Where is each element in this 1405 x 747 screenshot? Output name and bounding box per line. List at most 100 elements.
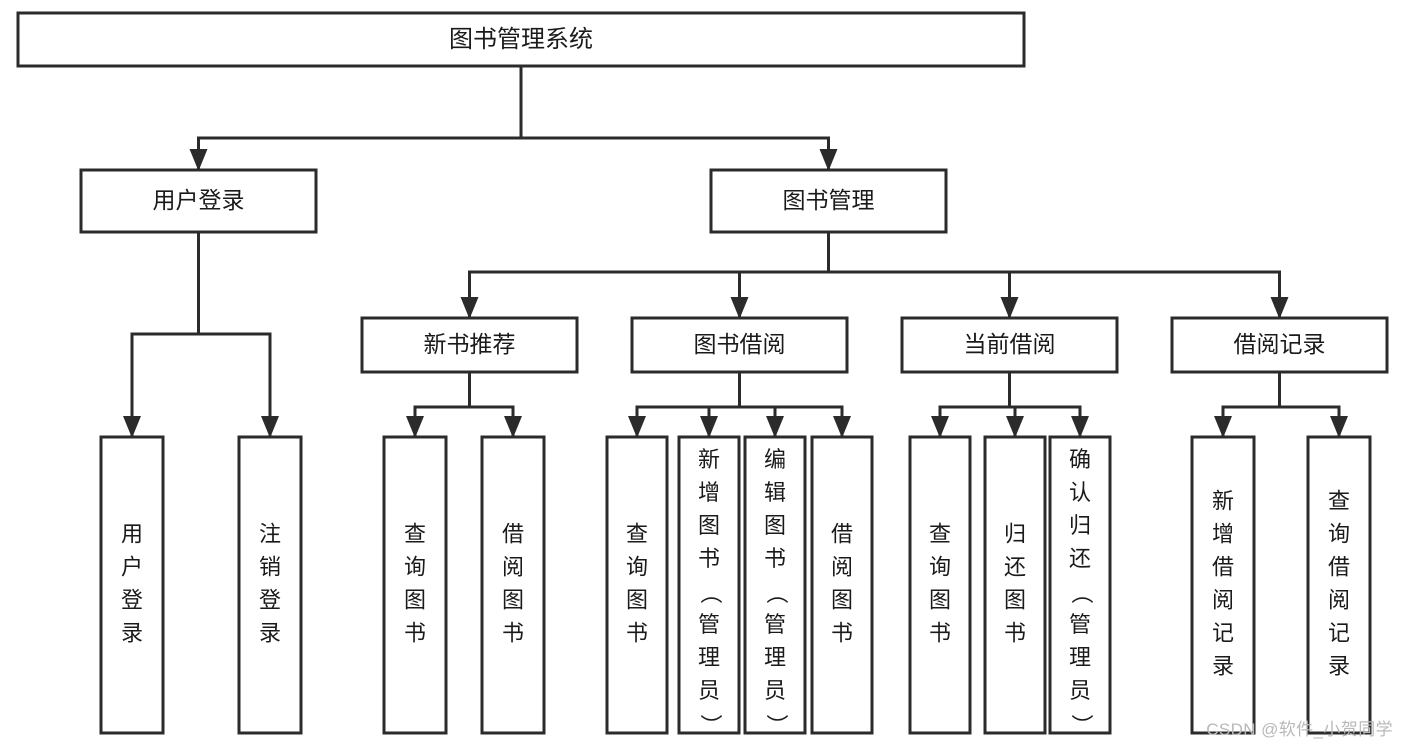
- edge-group-records: [1214, 370, 1348, 438]
- node-label-char: 记: [1328, 620, 1350, 645]
- node-box-leaf-nb-query[interactable]: [382, 435, 448, 735]
- node-box-leaf-cu-confirm[interactable]: [1048, 435, 1112, 735]
- node-label-char: 新: [698, 447, 720, 472]
- node-label-char: 图: [831, 587, 853, 612]
- node-box-leaf-bo-edit[interactable]: [743, 435, 807, 735]
- node-box-leaf-user-logout[interactable]: [237, 435, 303, 735]
- node-label-char: 登: [259, 587, 281, 612]
- node-label-char: 员: [698, 678, 720, 703]
- node-label-char: 阅: [502, 554, 524, 579]
- arrow-head-icon: [261, 416, 279, 438]
- node-label-char: 确: [1069, 447, 1091, 472]
- node-leaf-bo-query[interactable]: 查询图书查询图书: [605, 435, 669, 735]
- node-label-char: 增: [698, 480, 720, 505]
- node-label-char: 询: [1328, 521, 1350, 546]
- arrow-head-icon: [460, 297, 479, 319]
- node-box-leaf-cu-query[interactable]: [908, 435, 972, 735]
- node-leaf-nb-query[interactable]: 查询图书查询图书: [382, 435, 448, 735]
- node-label-char: 理: [698, 645, 720, 670]
- node-leaf-user-logout[interactable]: 注销登录注销登录: [237, 435, 303, 735]
- arrow-head-icon: [504, 416, 522, 438]
- edge-group-bookmgmt: [460, 230, 1289, 319]
- node-box-login[interactable]: [79, 168, 318, 234]
- node-label-char: 图: [764, 513, 786, 538]
- node-label-char: 借: [1212, 554, 1234, 579]
- arrow-head-icon: [1214, 416, 1232, 438]
- node-label-char: 员: [1069, 678, 1091, 703]
- node-label-char: 录: [1328, 653, 1350, 678]
- node-label-root: 图书管理系统: [449, 26, 593, 53]
- arrow-head-icon: [406, 416, 424, 438]
- node-leaf-re-query[interactable]: 查询借阅记录查询借阅记录: [1306, 435, 1372, 735]
- node-box-leaf-user-login[interactable]: [99, 435, 165, 735]
- node-label-char: 辑: [764, 480, 786, 505]
- node-label-char: 还: [1004, 554, 1026, 579]
- node-box-current[interactable]: [900, 316, 1119, 374]
- node-label-char: 增: [1212, 521, 1234, 546]
- node-box-newbook[interactable]: [360, 316, 579, 374]
- node-current[interactable]: 当前借阅: [900, 316, 1119, 374]
- node-label-char: 查: [626, 521, 648, 546]
- node-label-char: （: [698, 582, 723, 604]
- node-box-records[interactable]: [1170, 316, 1389, 374]
- node-label-char: 归: [1069, 513, 1091, 538]
- node-label-char: 认: [1069, 480, 1091, 505]
- arrow-head-icon: [819, 149, 838, 171]
- node-records[interactable]: 借阅记录: [1170, 316, 1389, 374]
- node-label-char: 登: [121, 587, 143, 612]
- node-login[interactable]: 用户登录: [79, 168, 318, 234]
- node-box-leaf-re-add[interactable]: [1190, 435, 1256, 735]
- node-leaf-user-login[interactable]: 用户登录用户登录: [99, 435, 165, 735]
- node-label-char: 询: [404, 554, 426, 579]
- node-box-root[interactable]: [16, 11, 1026, 68]
- node-label-char: 管: [1069, 612, 1091, 637]
- node-label-char: 书: [404, 620, 426, 645]
- node-label-char: 查: [1328, 488, 1350, 513]
- node-label-char: 书: [929, 620, 951, 645]
- node-box-leaf-bo-query[interactable]: [605, 435, 669, 735]
- arrow-head-icon: [730, 297, 749, 319]
- node-root[interactable]: 图书管理系统: [16, 11, 1026, 68]
- arrow-head-icon: [1270, 297, 1289, 319]
- node-label-char: 图: [502, 587, 524, 612]
- node-label-char: 借: [502, 521, 524, 546]
- node-leaf-cu-return[interactable]: 归还图书归还图书: [983, 435, 1047, 735]
- arrow-head-icon: [1071, 416, 1089, 438]
- node-label-char: 阅: [831, 554, 853, 579]
- node-leaf-cu-query[interactable]: 查询图书查询图书: [908, 435, 972, 735]
- node-label-char: 录: [121, 620, 143, 645]
- node-label-char: 询: [929, 554, 951, 579]
- node-borrow[interactable]: 图书借阅: [630, 316, 849, 374]
- node-box-leaf-bo-add[interactable]: [677, 435, 741, 735]
- node-leaf-re-add[interactable]: 新增借阅记录新增借阅记录: [1190, 435, 1256, 735]
- node-bookmgmt[interactable]: 图书管理: [709, 168, 948, 234]
- node-label-char: 理: [764, 645, 786, 670]
- node-box-leaf-re-query[interactable]: [1306, 435, 1372, 735]
- node-newbook[interactable]: 新书推荐: [360, 316, 579, 374]
- node-box-borrow[interactable]: [630, 316, 849, 374]
- node-label-char: 录: [1212, 653, 1234, 678]
- node-box-leaf-nb-borrow[interactable]: [480, 435, 546, 735]
- arrow-head-icon: [931, 416, 949, 438]
- edge-group-login: [123, 230, 279, 438]
- node-label-char: 借: [831, 521, 853, 546]
- node-label-char: 还: [1069, 546, 1091, 571]
- arrow-head-icon: [700, 416, 718, 438]
- node-label-char: 员: [764, 678, 786, 703]
- node-label-char: 书: [502, 620, 524, 645]
- node-box-bookmgmt[interactable]: [709, 168, 948, 234]
- node-label-char: 归: [1004, 521, 1026, 546]
- node-box-leaf-bo-lend[interactable]: [810, 435, 874, 735]
- node-label-char: 户: [121, 554, 143, 579]
- node-label-records: 借阅记录: [1234, 331, 1326, 357]
- edge-group-borrow: [628, 370, 851, 438]
- node-box-leaf-cu-return[interactable]: [983, 435, 1047, 735]
- node-label-char: ）: [1069, 714, 1094, 736]
- node-label-char: 管: [764, 612, 786, 637]
- node-leaf-bo-lend[interactable]: 借阅图书借阅图书: [810, 435, 874, 735]
- node-leaf-nb-borrow[interactable]: 借阅图书借阅图书: [480, 435, 546, 735]
- arrow-head-icon: [628, 416, 646, 438]
